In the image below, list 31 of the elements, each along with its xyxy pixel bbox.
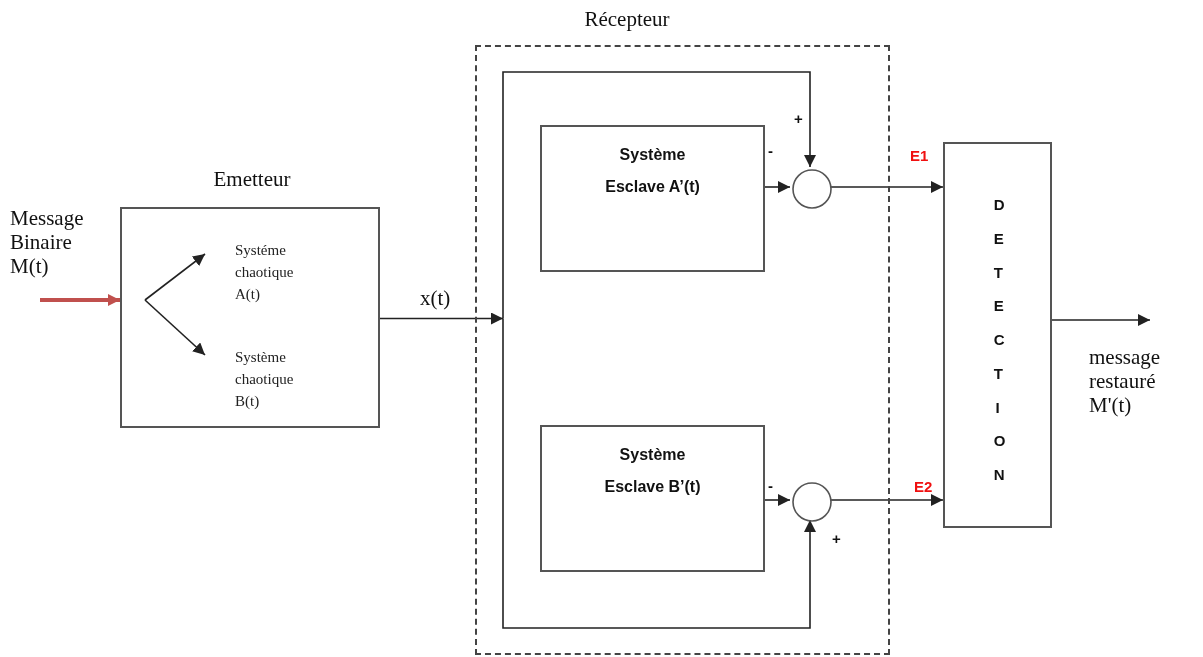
process-box xyxy=(943,142,1052,528)
block-label: Système chaotique B(t) xyxy=(234,348,295,411)
process-box xyxy=(540,425,765,572)
edge-label: E1 xyxy=(910,147,930,164)
arrow xyxy=(829,494,944,506)
block-label: Système Esclave B’(t) xyxy=(603,445,702,497)
arrow xyxy=(502,71,816,320)
sign-label: + xyxy=(832,530,841,547)
edge-label: E2 xyxy=(914,478,934,495)
sign-label: - xyxy=(768,142,773,159)
edge-label: message restauré M'(t) xyxy=(1089,345,1162,418)
summing-junction-circle xyxy=(792,169,832,209)
arrow xyxy=(762,494,791,506)
arrow xyxy=(144,299,206,356)
box-heading: Récepteur xyxy=(583,7,671,32)
connector-line xyxy=(379,312,504,325)
sign-label: - xyxy=(768,477,773,494)
edge-label: x(t) xyxy=(420,286,452,311)
sign-label: + xyxy=(794,110,803,127)
block-label: Système Esclave A’(t) xyxy=(604,145,701,197)
box-heading: Emetteur xyxy=(212,167,292,192)
arrow xyxy=(1051,314,1151,326)
edge-label: Message Binaire M(t) xyxy=(10,206,85,279)
arrow xyxy=(762,181,791,193)
arrow xyxy=(40,294,120,306)
summing-junction-circle xyxy=(792,482,832,522)
arrow xyxy=(829,181,944,193)
arrow xyxy=(502,317,816,629)
block-label: Systéme chaotique A(t) xyxy=(234,241,295,304)
arrow xyxy=(144,253,206,301)
process-box xyxy=(540,125,765,272)
